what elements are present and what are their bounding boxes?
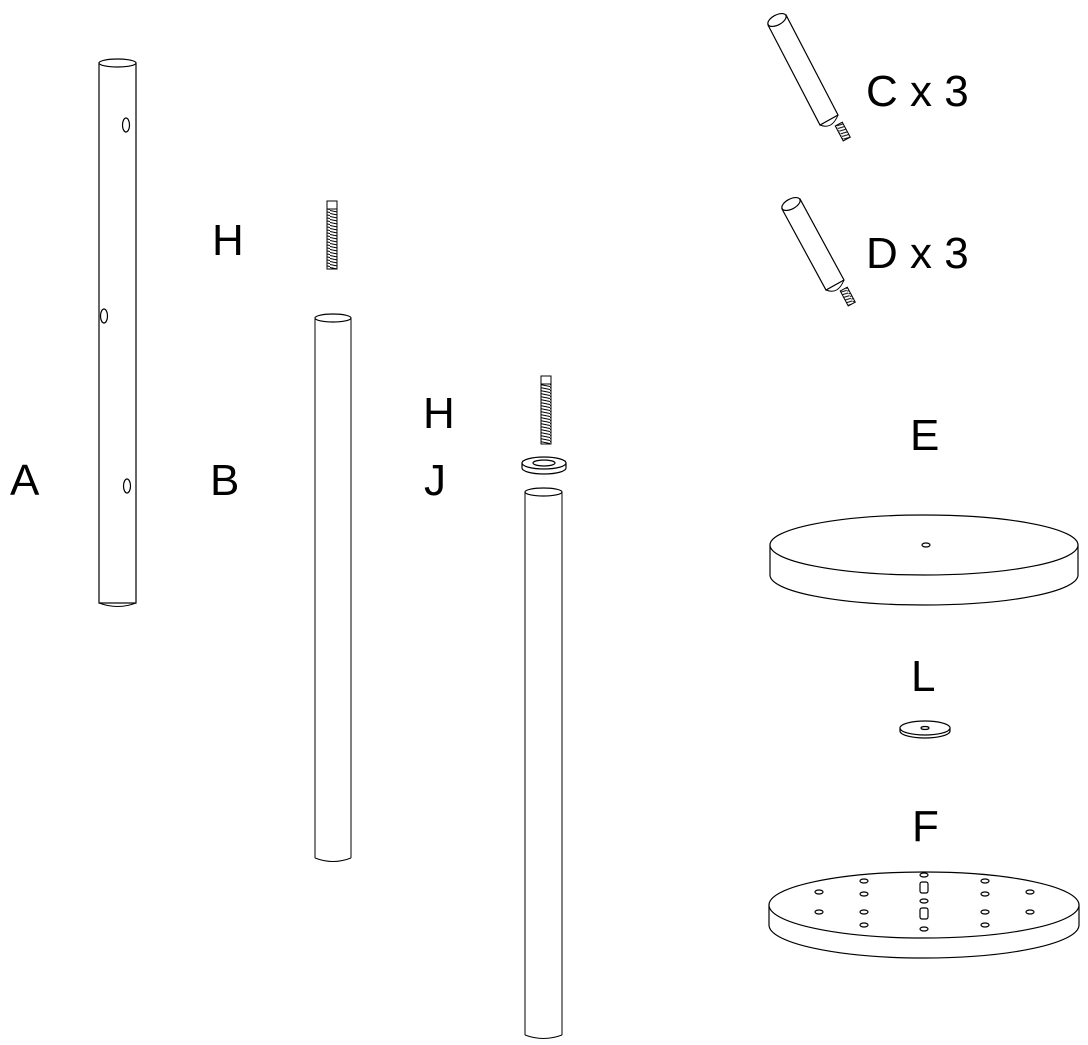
label-f: F	[912, 802, 939, 851]
hole-icon	[99, 308, 109, 324]
part-j-washer	[521, 456, 567, 475]
hole-icon	[921, 542, 931, 548]
hole-icon	[859, 891, 869, 897]
part-long-pole	[524, 487, 563, 1039]
part-c-leg	[767, 12, 851, 142]
part-d-leg	[781, 196, 856, 307]
hole-icon	[122, 478, 132, 494]
hole-icon	[814, 889, 824, 895]
slot-icon	[919, 907, 929, 920]
slot-icon	[919, 881, 929, 894]
hole-icon	[121, 117, 131, 133]
hole-icon	[1025, 909, 1035, 915]
hole-icon	[980, 909, 990, 915]
hole-icon	[814, 909, 824, 915]
label-j: J	[424, 456, 446, 505]
part-l-washer	[899, 720, 951, 739]
part-b-pole	[314, 313, 352, 862]
hole-icon	[859, 922, 869, 928]
label-l: L	[911, 652, 935, 701]
label-d: D x 3	[866, 229, 969, 278]
hole-icon	[919, 926, 929, 932]
part-f-disc	[768, 871, 1080, 959]
label-a: A	[10, 456, 40, 505]
label-b: B	[210, 456, 239, 505]
part-a-pole	[98, 58, 137, 607]
label-e: E	[910, 411, 939, 460]
hole-icon	[919, 898, 929, 904]
part-e-disc	[769, 514, 1079, 606]
hole-icon	[859, 909, 869, 915]
label-c: C x 3	[866, 67, 969, 116]
hole-icon	[980, 891, 990, 897]
hole-icon	[980, 922, 990, 928]
hole-icon	[859, 878, 869, 884]
part-h-bolt-2	[540, 375, 552, 445]
label-h-1: H	[212, 216, 244, 265]
part-h-bolt-1	[326, 200, 338, 270]
hole-icon	[919, 872, 929, 878]
hole-icon	[980, 878, 990, 884]
hole-icon	[1025, 889, 1035, 895]
label-h-2: H	[423, 389, 455, 438]
